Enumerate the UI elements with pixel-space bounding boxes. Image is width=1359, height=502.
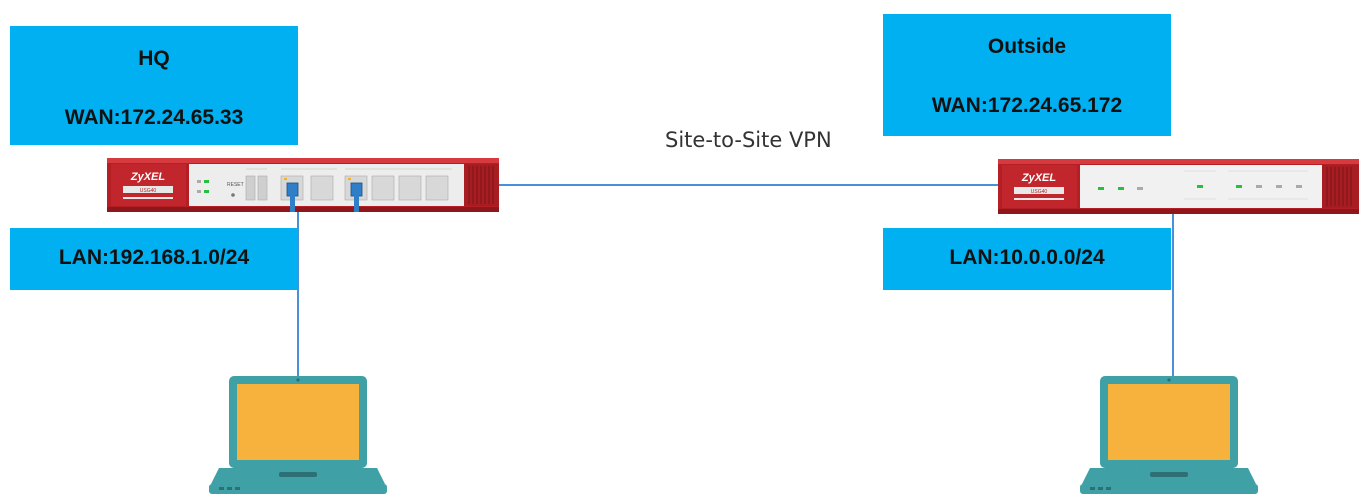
outside-brand-logo: ZyXEL [1021, 172, 1057, 184]
hq-reset-label: RESET [227, 182, 244, 188]
vpn-link-line [498, 184, 998, 186]
hq-firewall-device: ZyXEL USG40 RESET [107, 158, 499, 212]
outside-wan-address: WAN:172.24.65.172 [931, 94, 1123, 117]
vpn-link-label: Site-to-Site VPN [665, 128, 832, 152]
outside-model-label: USG40 [1031, 189, 1048, 195]
outside-laptop-icon [1080, 376, 1258, 494]
outside-firewall-device: ZyXEL USG40 [998, 159, 1359, 214]
outside-wan-box: Outside WAN:172.24.65.172 [883, 14, 1171, 136]
hq-site-title: HQ [138, 47, 170, 70]
hq-lan-box: LAN:192.168.1.0/24 [10, 228, 298, 290]
hq-wan-address: WAN:172.24.65.33 [64, 106, 244, 129]
outside-site-title: Outside [987, 35, 1067, 58]
hq-wan-box: HQ WAN:172.24.65.33 [10, 26, 298, 145]
outside-lan-cable [1172, 210, 1174, 378]
hq-brand-logo: ZyXEL [130, 171, 166, 183]
hq-model-label: USG40 [140, 188, 157, 194]
outside-lan-box: LAN:10.0.0.0/24 [883, 228, 1171, 290]
hq-laptop-icon [209, 376, 387, 494]
outside-lan-subnet: LAN:10.0.0.0/24 [949, 246, 1105, 269]
hq-lan-subnet: LAN:192.168.1.0/24 [58, 246, 250, 269]
